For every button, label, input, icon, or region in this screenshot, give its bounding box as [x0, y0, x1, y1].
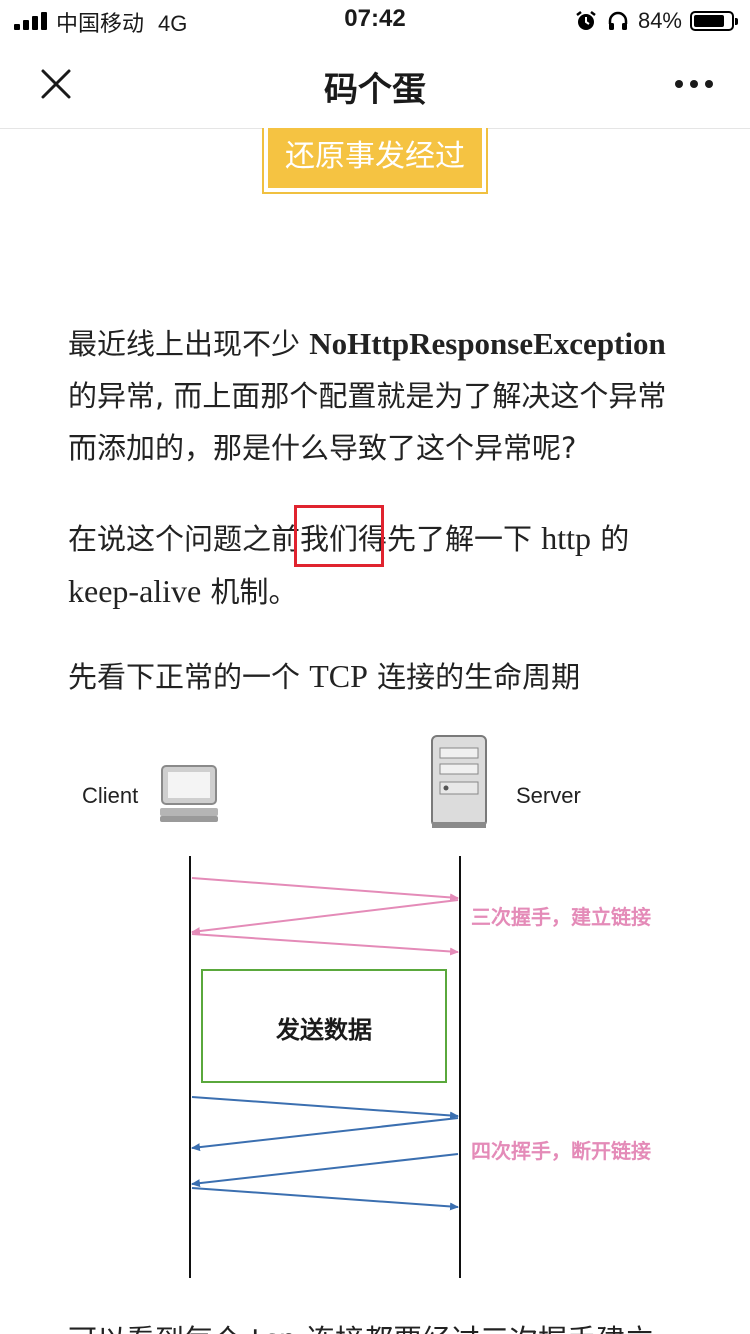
- close-icon: [41, 69, 71, 99]
- more-icon: [675, 80, 713, 88]
- data-transfer-label: 发送数据: [275, 1016, 372, 1044]
- teardown-fin2-arrow: [191, 1153, 459, 1188]
- signal-strength-icon: [14, 12, 48, 30]
- section-heading: 还原事发经过: [262, 128, 488, 194]
- handshake-synack-arrow: [191, 899, 459, 936]
- status-right-group: 84%: [574, 6, 738, 36]
- exception-name: NoHttpResponseException: [309, 326, 666, 361]
- alarm-icon: [576, 11, 596, 30]
- tcp-lifecycle-diagram: Client Server 三次握手，建立链接 发送数据 四次挥手，断开链接: [82, 735, 651, 1278]
- close-button[interactable]: [30, 58, 82, 110]
- carrier-name: 中国移动 4G: [56, 11, 188, 37]
- navigation-bar: 码个蛋: [0, 40, 750, 129]
- teardown-ack1-arrow: [191, 1117, 459, 1152]
- teardown-fin1-arrow: [191, 1096, 459, 1120]
- data-transfer-box: [201, 969, 447, 1083]
- server-label: Server: [516, 783, 581, 808]
- handshake-ack-arrow: [191, 933, 459, 956]
- teardown-label: 四次挥手，断开链接: [471, 1139, 651, 1163]
- handshake-syn-arrow: [191, 877, 459, 902]
- page-title: 码个蛋: [324, 70, 426, 110]
- more-options-button[interactable]: [668, 58, 720, 110]
- highlight-box: [294, 505, 384, 567]
- headphones-icon: [608, 11, 628, 30]
- network-type: 4G: [158, 11, 188, 36]
- status-bar: 中国移动 4G 07:42 84%: [0, 0, 750, 40]
- computer-icon: [160, 765, 218, 822]
- paragraph-2: 在说这个问题之前我们得先了解一下 http 的 keep-alive 机制。: [68, 520, 630, 609]
- status-time: 07:42: [344, 5, 406, 32]
- paragraph-1: 最近线上出现不少 NoHttpResponseException 的异常, 而上…: [68, 326, 667, 465]
- client-label: Client: [82, 783, 138, 808]
- teardown-ack2-arrow: [191, 1187, 459, 1211]
- paragraph-3: 先看下正常的一个 TCP 连接的生命周期: [68, 658, 581, 694]
- server-icon: [431, 735, 487, 828]
- paragraph-4-partial: 可以看到每个 tcp 连接都要经过三次握手建立: [68, 1316, 688, 1334]
- battery-icon: [690, 11, 738, 31]
- battery-percent: 84%: [637, 8, 682, 33]
- handshake-label: 三次握手，建立链接: [471, 905, 651, 929]
- section-heading-text: 还原事发经过: [268, 128, 482, 188]
